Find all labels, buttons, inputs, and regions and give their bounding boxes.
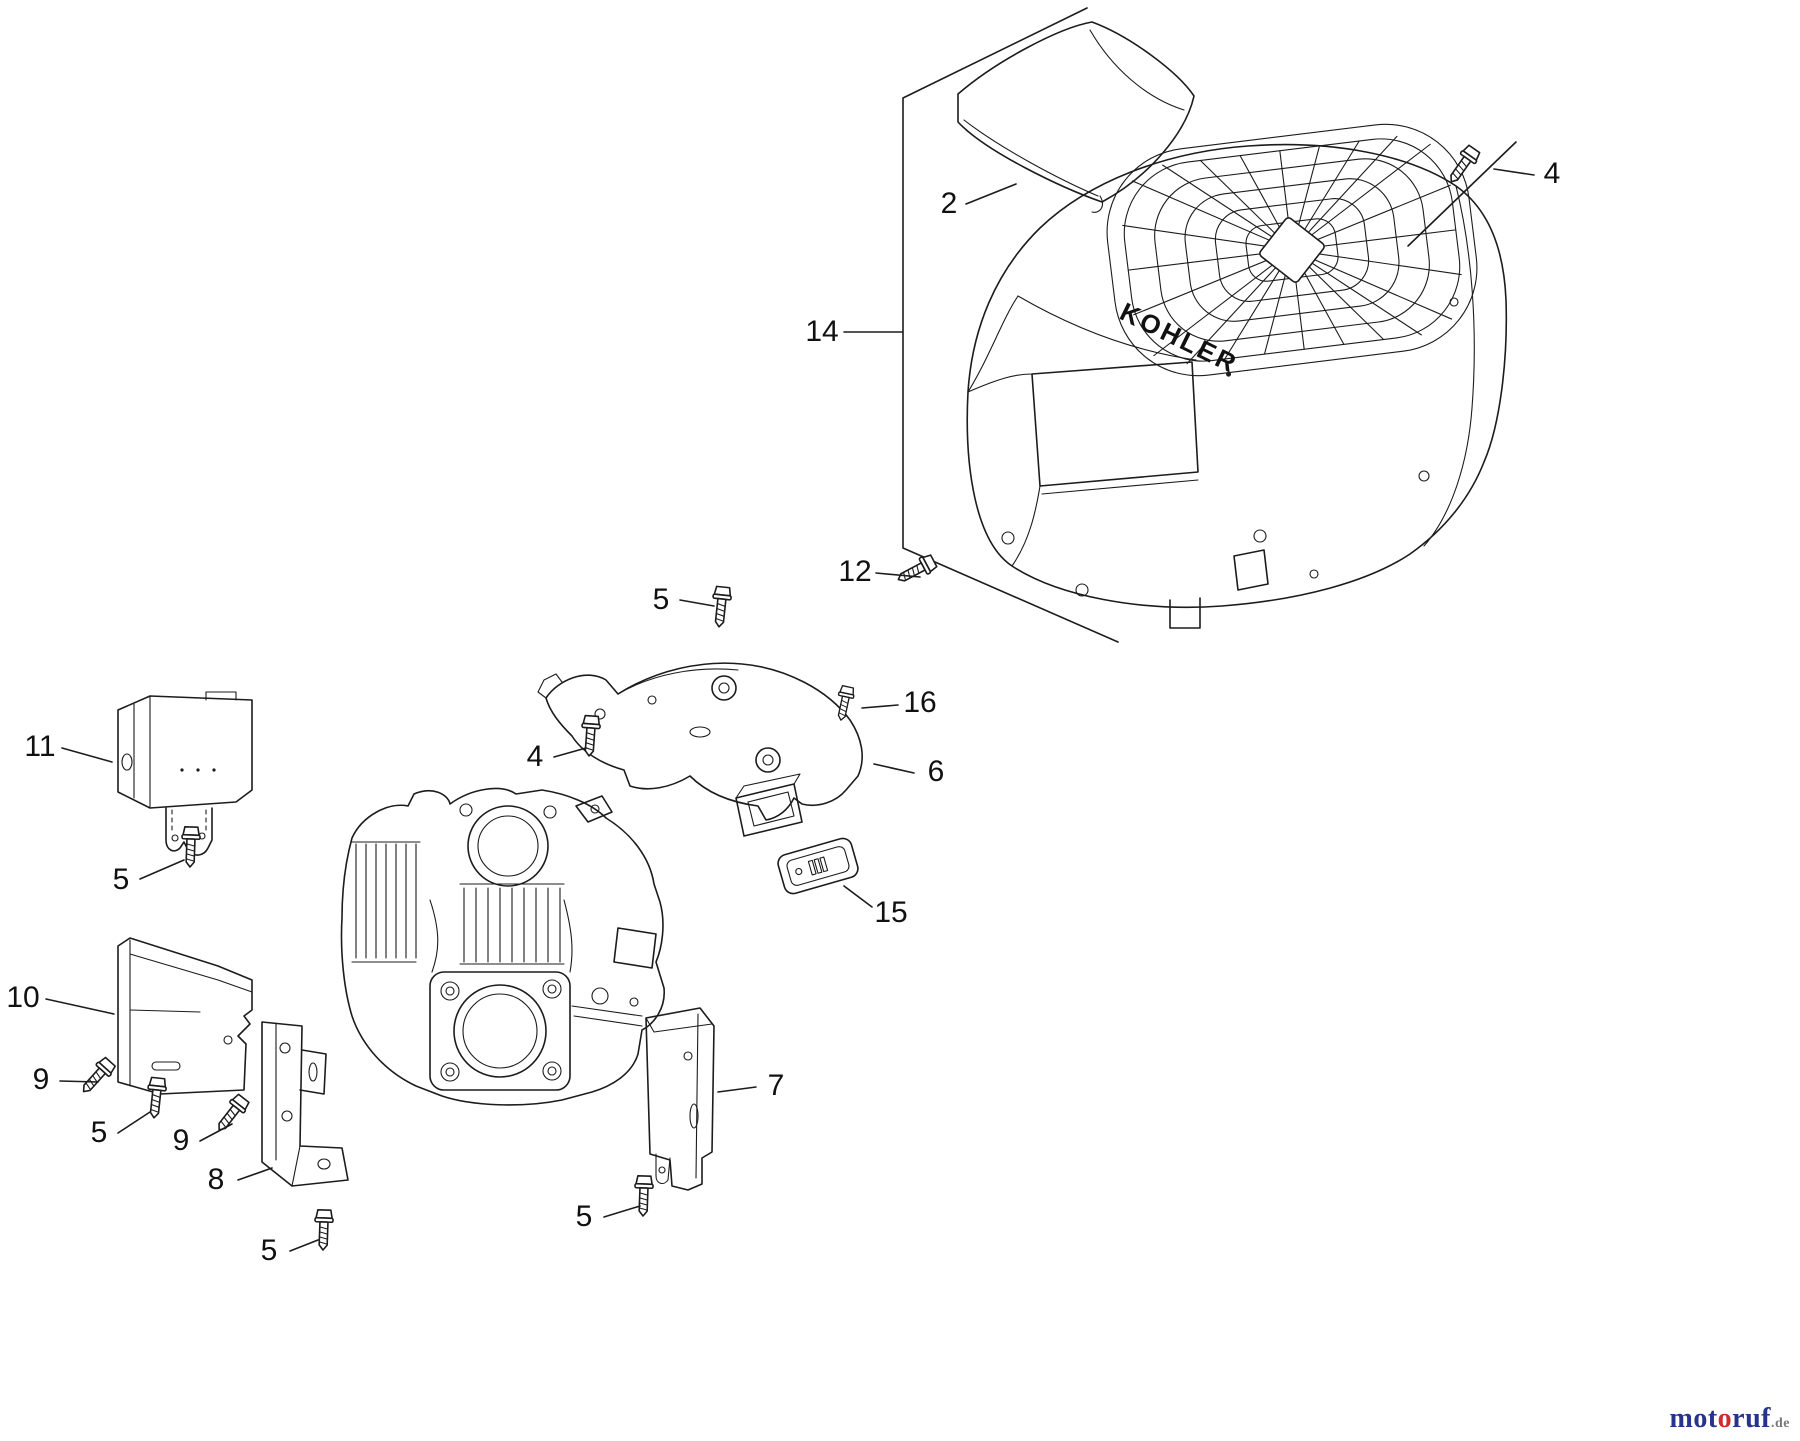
part-15-module <box>777 837 859 895</box>
screw-4-middle <box>579 714 602 758</box>
callout-6: 6 <box>928 755 945 788</box>
callout-5-under-7: 5 <box>576 1200 593 1233</box>
callout-16: 16 <box>903 686 936 719</box>
engine-crankcase <box>340 787 665 1106</box>
part-14-blower-housing: KOHLER <box>966 123 1508 629</box>
callout-7: 7 <box>768 1069 785 1102</box>
callout-10: 10 <box>6 981 39 1014</box>
watermark-suffix: .de <box>1771 1416 1790 1431</box>
part-8-bracket <box>261 1021 349 1187</box>
part-10-baffle <box>117 937 253 1095</box>
watermark-text-2: o <box>1717 1403 1733 1434</box>
watermark-text-3: ruf <box>1732 1403 1771 1434</box>
screw-5-top <box>709 585 733 629</box>
screw-5-under-11 <box>180 825 202 869</box>
callout-2: 2 <box>941 187 958 220</box>
part-2-top-cover <box>957 21 1195 213</box>
callout-5-under-11: 5 <box>113 863 130 896</box>
callout-5-left: 5 <box>91 1116 108 1149</box>
screw-12 <box>893 552 939 589</box>
part-7-bracket <box>645 1007 715 1191</box>
watermark-text-1: mot <box>1669 1403 1718 1434</box>
callout-12: 12 <box>838 555 871 588</box>
screw-16 <box>832 684 857 723</box>
part-6-upper-baffle <box>537 662 863 837</box>
callout-9-left: 9 <box>33 1063 50 1096</box>
callout-4-middle: 4 <box>527 740 544 773</box>
callout-labels: 2 4 14 12 5 16 4 6 11 5 15 10 9 5 9 8 7 … <box>6 157 1560 1267</box>
screw-5-under-7 <box>633 1174 655 1218</box>
screw-5-under-8 <box>313 1208 335 1252</box>
callout-9-center: 9 <box>173 1124 190 1157</box>
watermark-motoruf: motoruf.de <box>1670 1403 1790 1435</box>
screw-9-center <box>211 1091 252 1137</box>
screw-9-left <box>76 1055 118 1099</box>
callout-11: 11 <box>24 730 55 763</box>
callout-4-top: 4 <box>1544 157 1561 190</box>
callout-14: 14 <box>805 315 838 348</box>
fan-screen <box>1106 123 1478 377</box>
assembly-boundary-bracket <box>902 7 1517 643</box>
callout-8: 8 <box>208 1163 225 1196</box>
callout-5-top: 5 <box>653 583 670 616</box>
leader-lines <box>45 168 1535 1252</box>
callout-15: 15 <box>874 896 907 929</box>
callout-5-under-8: 5 <box>261 1234 278 1267</box>
